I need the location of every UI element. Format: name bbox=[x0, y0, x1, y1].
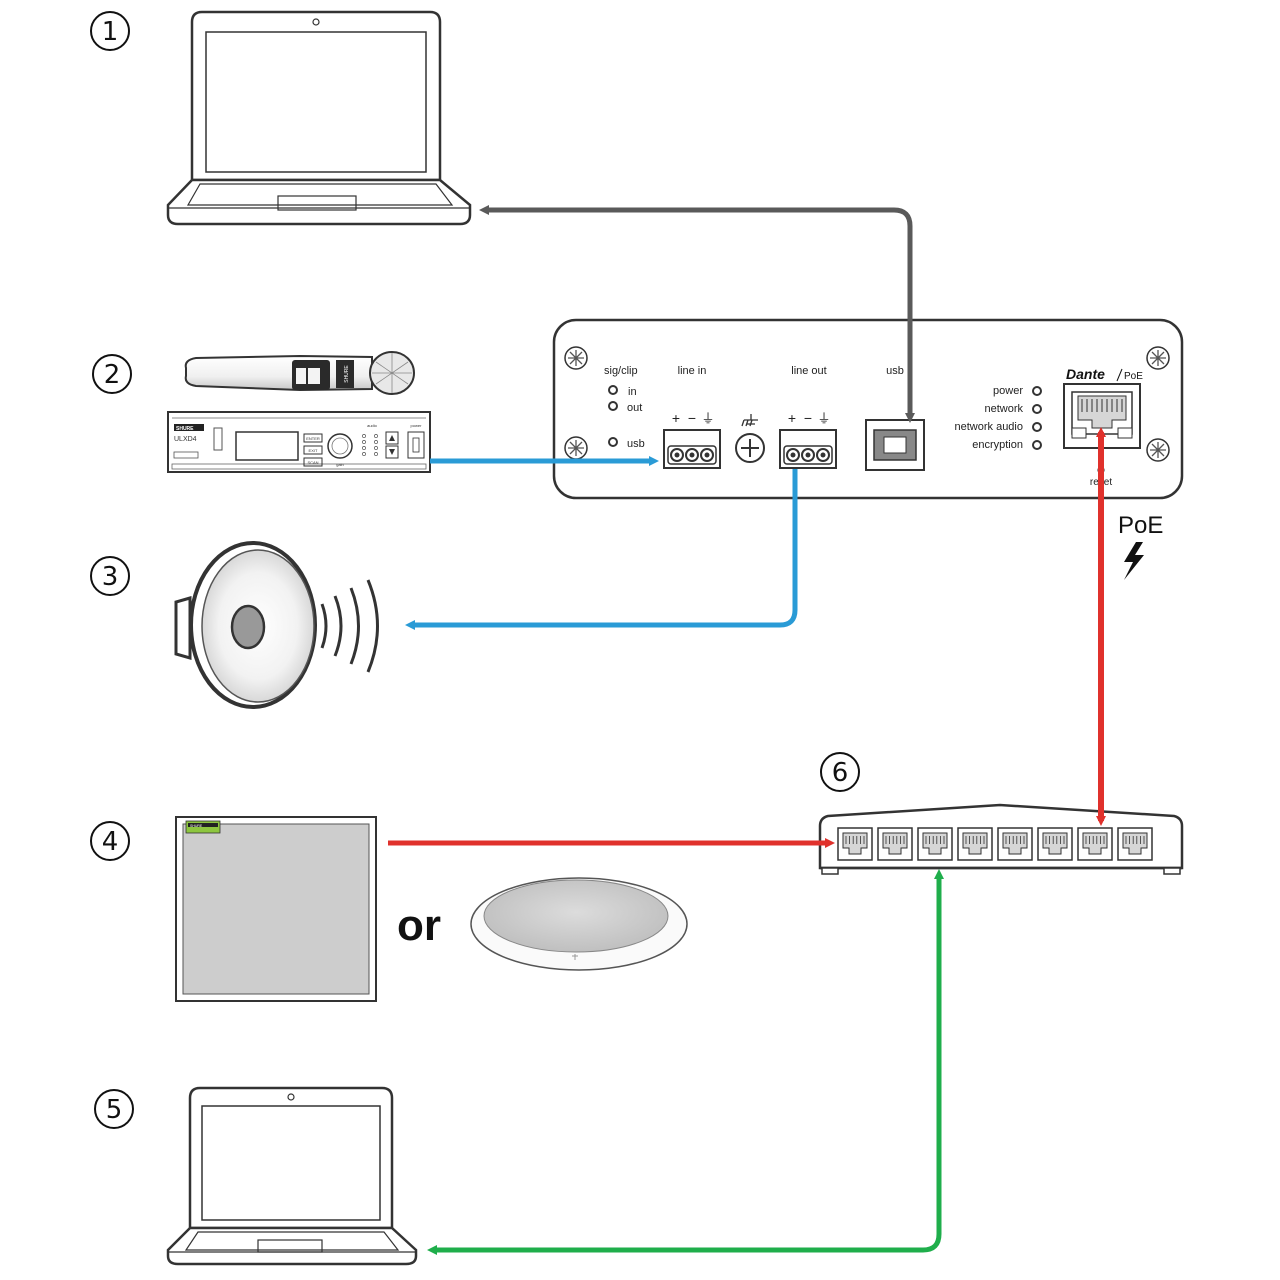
panel-screw bbox=[564, 346, 588, 370]
switch-to-laptop-link bbox=[427, 869, 944, 1255]
svg-text:4: 4 bbox=[102, 827, 119, 857]
line-out-to-speaker-link bbox=[405, 469, 798, 630]
svg-text:power: power bbox=[411, 423, 423, 428]
polarity-plus: + bbox=[788, 410, 796, 426]
polarity-ground: ⏚ bbox=[817, 411, 830, 426]
status-network-label: network bbox=[984, 403, 1023, 415]
laptop-icon bbox=[166, 10, 472, 226]
callout-3: 3 bbox=[90, 556, 130, 596]
polarity-minus: − bbox=[688, 410, 696, 426]
usb-port-label: usb bbox=[886, 365, 904, 377]
panel-screw bbox=[1146, 346, 1170, 370]
svg-text:3: 3 bbox=[102, 562, 119, 592]
sig-clip-label: sig/clip bbox=[604, 365, 638, 377]
speaker-icon bbox=[174, 541, 379, 709]
switch-port[interactable] bbox=[877, 827, 913, 861]
line-out-connector[interactable] bbox=[779, 429, 837, 469]
polarity-minus: − bbox=[804, 410, 812, 426]
usb-port[interactable] bbox=[865, 419, 925, 471]
switch-ports bbox=[837, 827, 1153, 861]
usb-cable-link bbox=[479, 205, 915, 423]
polarity-plus: + bbox=[672, 410, 680, 426]
switch-port[interactable] bbox=[997, 827, 1033, 861]
switch-port[interactable] bbox=[1037, 827, 1073, 861]
callout-2: 2 bbox=[92, 354, 132, 394]
poe-label: PoE bbox=[1118, 512, 1163, 539]
switch-port[interactable] bbox=[1077, 827, 1113, 861]
status-network-audio-label: network audio bbox=[955, 421, 1024, 433]
line-in-connector[interactable] bbox=[663, 429, 721, 469]
callout-6: 6 bbox=[820, 752, 860, 792]
out-label: out bbox=[627, 402, 642, 414]
laptop-icon bbox=[166, 1086, 418, 1266]
svg-text:Dante: Dante bbox=[1066, 366, 1105, 382]
svg-text:gain: gain bbox=[336, 462, 344, 467]
interface-panel: sig/clip in out usb line in + − ⏚ line o… bbox=[552, 318, 1184, 500]
status-power-label: power bbox=[993, 385, 1023, 397]
svg-text:ULXD4: ULXD4 bbox=[174, 436, 197, 443]
line-in-label: line in bbox=[678, 365, 707, 377]
svg-text:5: 5 bbox=[106, 1095, 123, 1125]
switch-port[interactable] bbox=[957, 827, 993, 861]
table-mic-icon bbox=[470, 877, 688, 971]
callout-5: 5 bbox=[94, 1089, 134, 1129]
line-out-label: line out bbox=[791, 365, 826, 377]
or-label: or bbox=[397, 901, 441, 950]
svg-text:SCAN: SCAN bbox=[307, 460, 318, 465]
svg-text:EXIT: EXIT bbox=[309, 448, 318, 453]
svg-text:SHURE: SHURE bbox=[190, 824, 203, 828]
panel-screw bbox=[564, 436, 588, 460]
switch-port[interactable] bbox=[837, 827, 873, 861]
lightning-icon bbox=[1124, 542, 1144, 580]
switch-port[interactable] bbox=[1117, 827, 1153, 861]
in-label: in bbox=[628, 386, 637, 398]
dante-logo: Dante PoE bbox=[1066, 366, 1143, 382]
ceiling-mic-icon: SHURE bbox=[175, 816, 377, 1002]
switch-port[interactable] bbox=[917, 827, 953, 861]
callout-1: 1 bbox=[90, 11, 130, 51]
svg-text:PoE: PoE bbox=[1124, 371, 1143, 382]
svg-text:audio: audio bbox=[367, 423, 378, 428]
callout-4: 4 bbox=[90, 821, 130, 861]
svg-text:6: 6 bbox=[832, 758, 849, 788]
status-encryption-label: encryption bbox=[972, 439, 1023, 451]
svg-text:ENTER: ENTER bbox=[306, 436, 320, 441]
svg-text:SHURE: SHURE bbox=[176, 426, 194, 432]
svg-text:2: 2 bbox=[104, 360, 121, 390]
usb-led-label: usb bbox=[627, 438, 645, 450]
receiver-icon: SHURE ULXD4 ENTER EXIT SCAN gain audio p… bbox=[167, 411, 431, 473]
polarity-ground: ⏚ bbox=[701, 411, 714, 426]
ground-screw bbox=[735, 433, 765, 463]
panel-screw bbox=[1146, 438, 1170, 462]
svg-text:SHURE: SHURE bbox=[344, 365, 350, 383]
microphone-icon: SHURE bbox=[184, 351, 415, 395]
svg-text:1: 1 bbox=[102, 17, 119, 47]
